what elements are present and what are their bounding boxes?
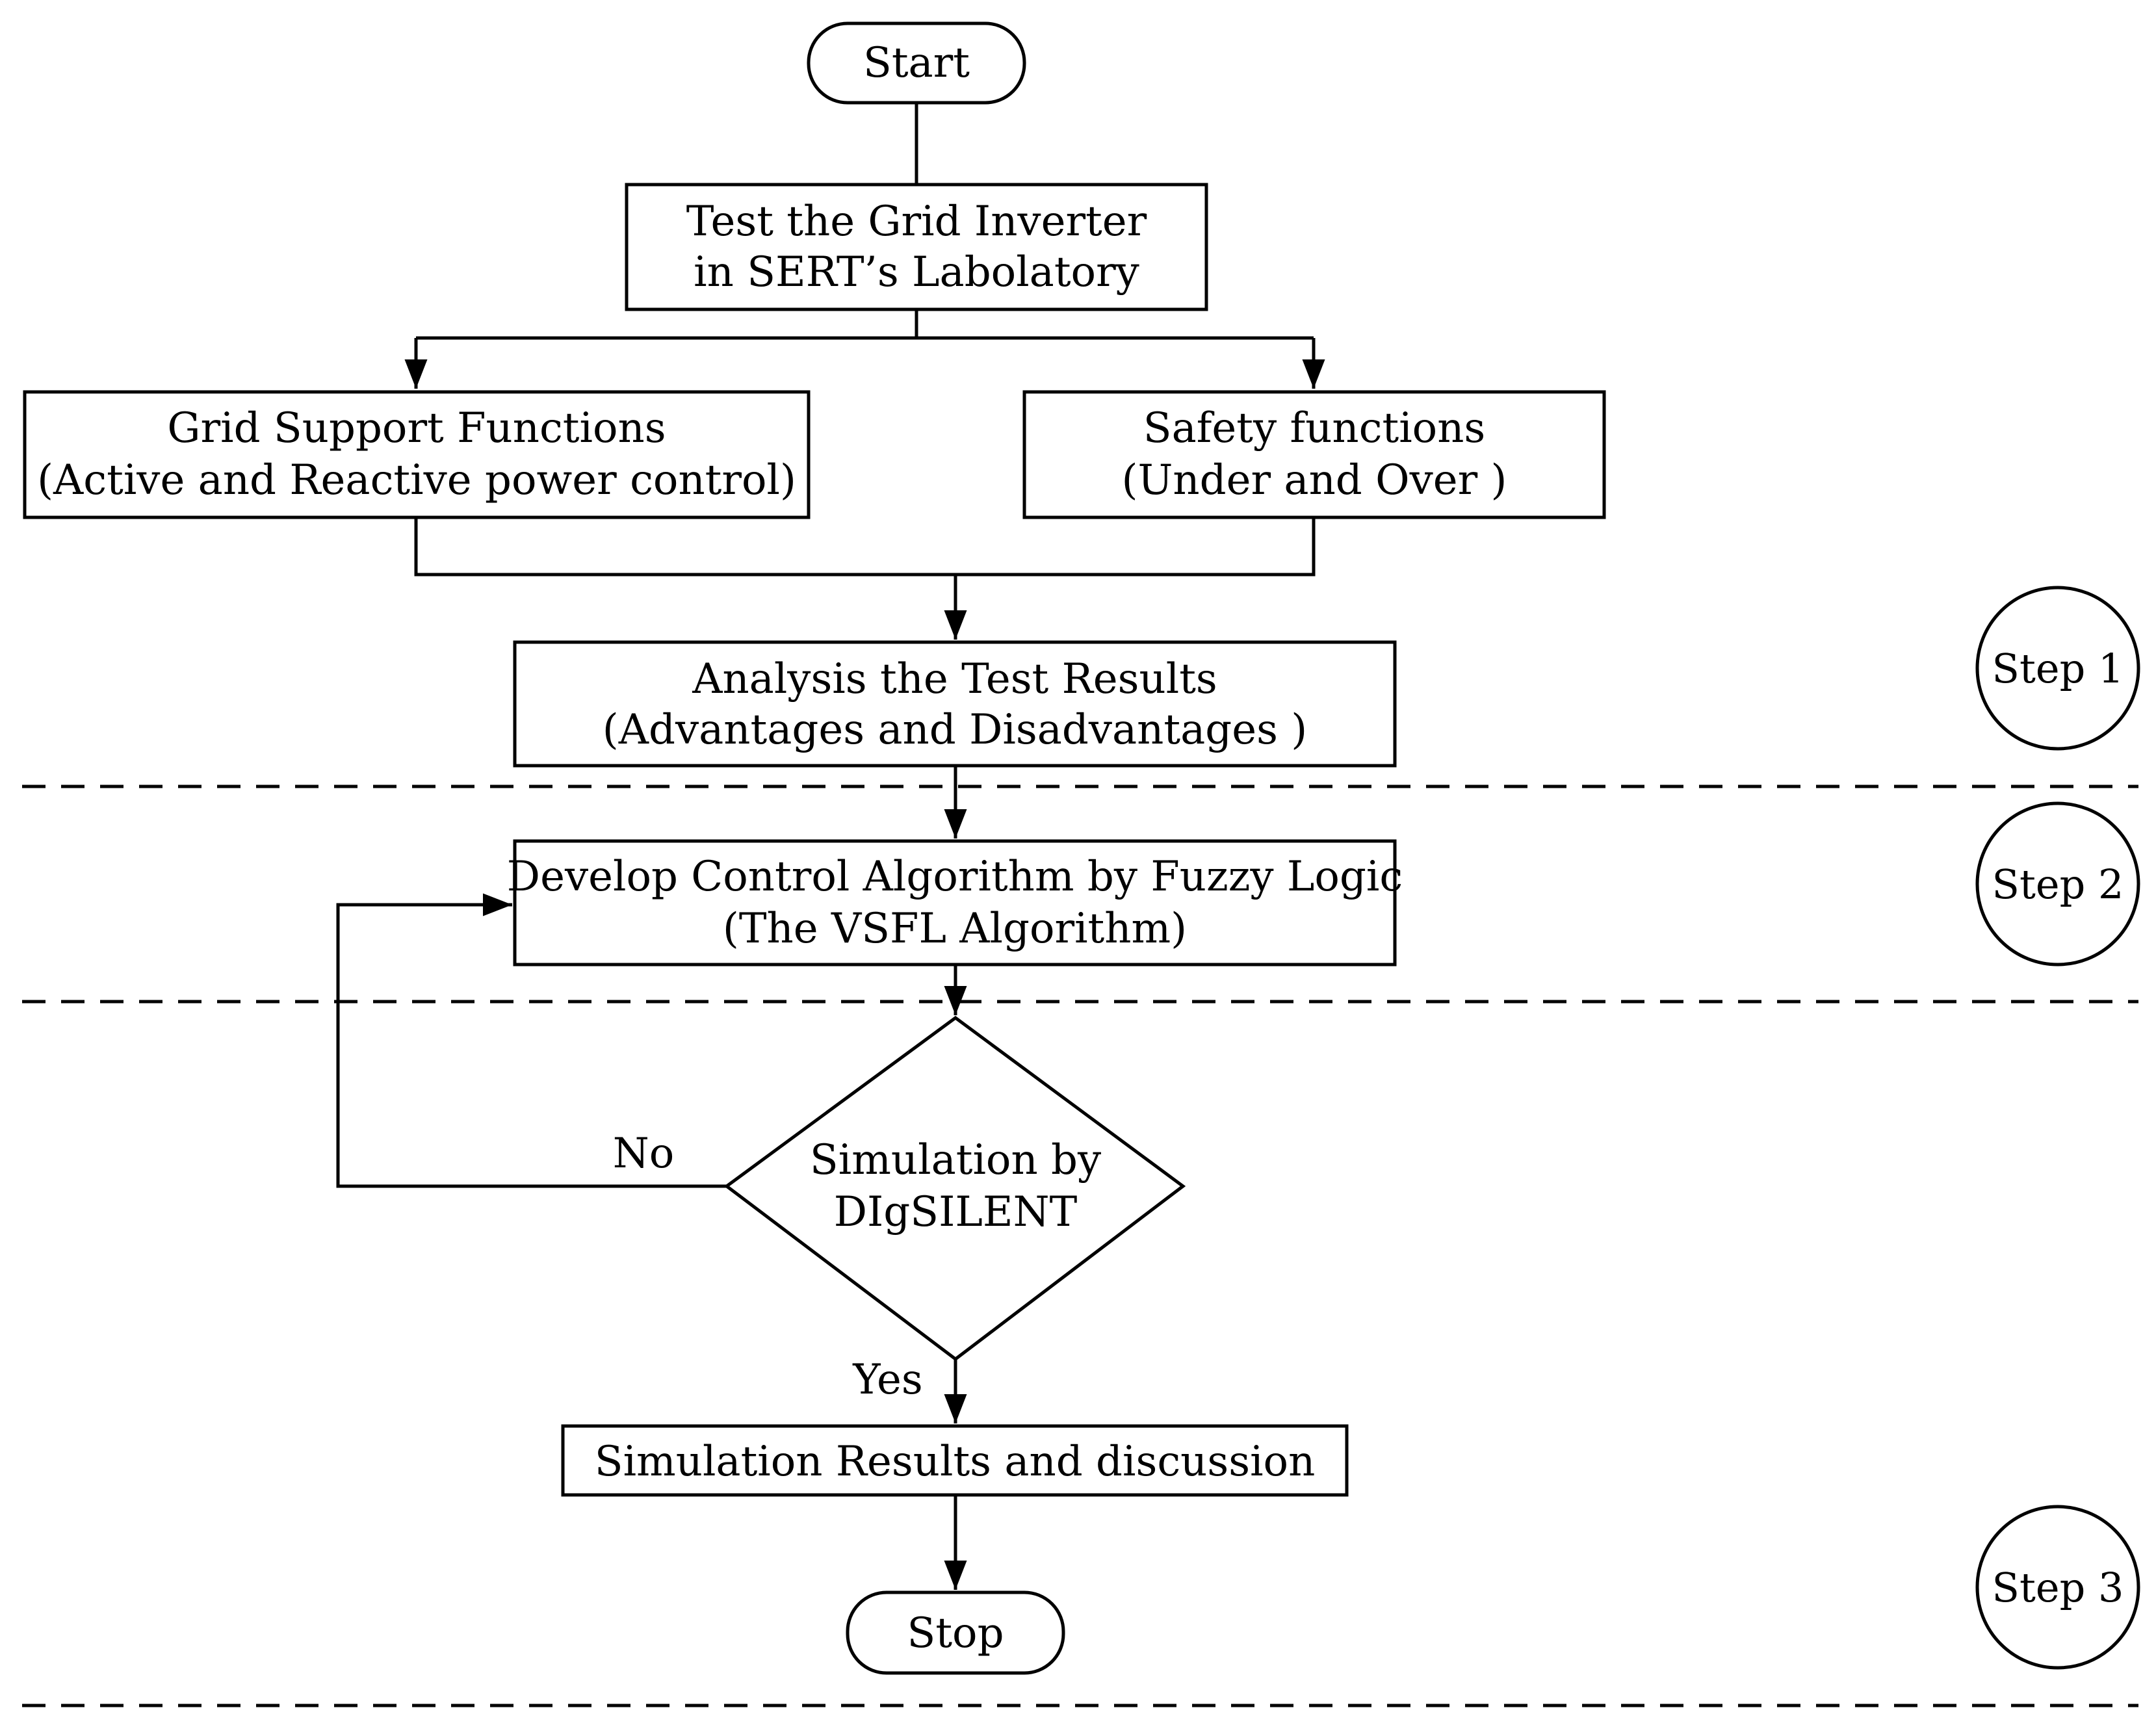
analysis-line-1: Analysis the Test Results	[692, 655, 1217, 703]
analysis-line-2: (Advantages and Disadvantages )	[603, 706, 1307, 754]
no-label: No	[613, 1130, 675, 1178]
start-terminal	[807, 21, 1026, 105]
results-box	[561, 1424, 1349, 1497]
safety-box	[1022, 390, 1606, 519]
grid-support-line-1: Grid Support Functions	[167, 404, 666, 452]
results-label: Simulation Results and discussion	[595, 1438, 1316, 1486]
safety-line-1: Safety functions	[1143, 404, 1486, 452]
develop-line-2: (The VSFL Algorithm)	[723, 905, 1187, 953]
stop-terminal	[846, 1590, 1065, 1675]
develop-line-1: Develop Control Algorithm by Fuzzy Logic	[507, 853, 1403, 901]
start-label: Start	[863, 39, 970, 87]
safety-line-2: (Under and Over )	[1122, 456, 1507, 504]
step-3-label: Step 3	[1992, 1564, 2124, 1611]
no-loop-arrow	[336, 893, 727, 1188]
test-inverter-line-2: in SERT’s Labolatory	[694, 248, 1139, 296]
step-2-circle	[1975, 801, 2140, 966]
grid-support-line-2: (Active and Reactive power control)	[37, 456, 796, 504]
simulation-decision	[723, 1015, 1186, 1362]
test-inverter-box	[625, 183, 1208, 311]
test-inverter-line-1: Test the Grid Inverter	[686, 198, 1147, 246]
yes-label: Yes	[852, 1356, 922, 1404]
simulation-line-2: DIgSILENT	[834, 1188, 1078, 1236]
analysis-box	[513, 640, 1397, 768]
step-2-label: Step 2	[1992, 861, 2124, 908]
stop-label: Stop	[907, 1609, 1004, 1657]
step-1-label: Step 1	[1992, 645, 2124, 692]
step-3-circle	[1975, 1505, 2140, 1670]
step-1-circle	[1975, 586, 2140, 751]
connector-merge	[414, 517, 1316, 577]
develop-box	[513, 839, 1397, 966]
grid-support-box	[23, 390, 811, 519]
simulation-line-1: Simulation by	[810, 1136, 1101, 1184]
